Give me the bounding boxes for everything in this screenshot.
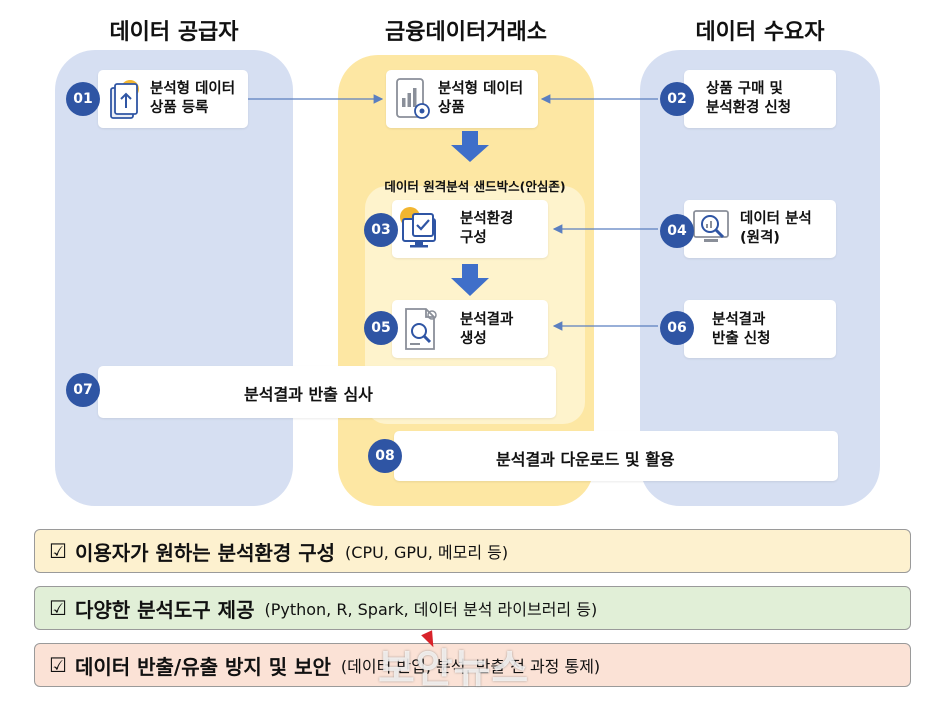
checkbox-icon: ☑ bbox=[49, 596, 67, 620]
step-05-text: 분석결과 생성 bbox=[460, 312, 514, 347]
step-06-card bbox=[684, 300, 836, 358]
feature-band-tools: ☑ 다양한 분석도구 제공 (Python, R, Spark, 데이터 분석 … bbox=[34, 586, 911, 630]
consumer-header: 데이터 수요자 bbox=[695, 20, 825, 45]
step-04-text: 데이터 분석 (원격) bbox=[740, 211, 812, 246]
exchange-header: 금융데이터거래소 bbox=[385, 20, 547, 45]
feature-detail: (Python, R, Spark, 데이터 분석 라이브러리 등) bbox=[264, 600, 598, 619]
flow-arrow-product-to-sandbox bbox=[451, 131, 489, 162]
feature-detail: (데이터 반입, 분석, 반출 전 과정 통제) bbox=[340, 657, 601, 676]
feature-band-security: ☑ 데이터 반출/유출 방지 및 보안 (데이터 반입, 분석, 반출 전 과정… bbox=[34, 643, 911, 687]
product-text: 분석형 데이터 상품 bbox=[438, 81, 524, 116]
step-01-text: 분석형 데이터 상품 등록 bbox=[150, 81, 236, 116]
checkbox-icon: ☑ bbox=[49, 653, 67, 677]
step-02-badge: 02 bbox=[660, 82, 694, 116]
step-07-text: 분석결과 반출 심사 bbox=[244, 385, 373, 404]
feature-detail: (CPU, GPU, 메모리 등) bbox=[345, 543, 509, 562]
step-07-badge: 07 bbox=[66, 373, 100, 407]
step-03-badge: 03 bbox=[364, 213, 398, 247]
step-03-text: 분석환경 구성 bbox=[460, 211, 514, 246]
feature-title: 데이터 반출/유출 방지 및 보안 bbox=[74, 654, 331, 679]
analysis-magnifier-icon bbox=[693, 210, 729, 242]
watermark: 보안뉴스 bbox=[378, 646, 530, 692]
data-product-icon bbox=[396, 78, 430, 119]
step-07-card bbox=[98, 366, 556, 418]
supplier-header: 데이터 공급자 bbox=[109, 20, 239, 45]
feature-title: 이용자가 원하는 분석환경 구성 bbox=[74, 540, 336, 565]
step-02-card bbox=[684, 70, 836, 128]
step-04-badge: 04 bbox=[660, 214, 694, 248]
flow-arrow-03-to-05 bbox=[451, 264, 489, 296]
step-08-card bbox=[394, 431, 838, 481]
feature-band-environment: ☑ 이용자가 원하는 분석환경 구성 (CPU, GPU, 메모리 등) bbox=[34, 529, 911, 573]
document-upload-icon bbox=[110, 80, 139, 119]
step-08-text: 분석결과 다운로드 및 활용 bbox=[496, 450, 675, 469]
step-02-text: 상품 구매 및 분석환경 신청 bbox=[706, 81, 792, 116]
feature-title: 다양한 분석도구 제공 bbox=[74, 597, 255, 622]
step-01-badge: 01 bbox=[66, 82, 100, 116]
step-06-text: 분석결과 반출 신청 bbox=[712, 312, 771, 347]
step-05-badge: 05 bbox=[364, 311, 398, 345]
step-08-badge: 08 bbox=[368, 439, 402, 473]
report-magnifier-icon bbox=[405, 308, 437, 350]
checklist-monitor-icon bbox=[400, 207, 436, 248]
sandbox-label: 데이터 원격분석 샌드박스(안심존) bbox=[384, 179, 566, 194]
step-06-badge: 06 bbox=[660, 311, 694, 345]
checkbox-icon: ☑ bbox=[49, 539, 67, 563]
